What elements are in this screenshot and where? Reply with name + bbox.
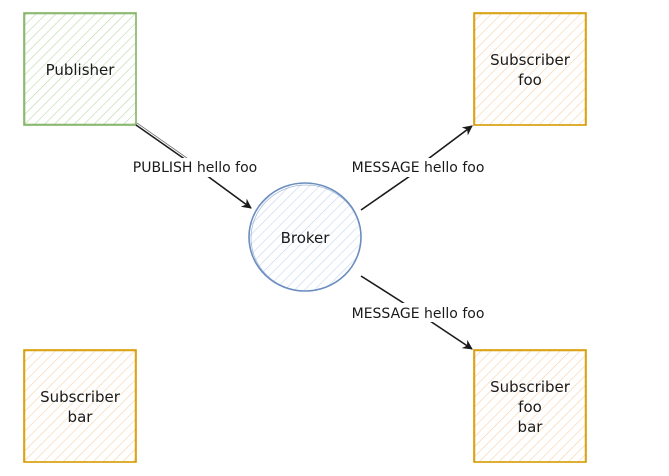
message-foo-edge-label: MESSAGE hello foo — [352, 160, 485, 176]
subscriber-bar-label-line-2: bar — [68, 408, 94, 426]
subscriber-foo-bar-label-line-2: foo — [518, 398, 542, 416]
subscriber-foo-label-line-2: foo — [518, 71, 542, 89]
broker-node: Broker — [248, 182, 362, 292]
subscriber-bar-node: Subscriber bar — [23, 349, 137, 463]
publish-edge-label: PUBLISH hello foo — [133, 160, 257, 176]
subscriber-foo-bar-label-line-3: bar — [518, 418, 544, 436]
subscriber-foo-label-line-1: Subscriber — [490, 51, 571, 69]
subscriber-foo-bar-node: Subscriber foo bar — [473, 349, 587, 463]
publish-edge: PUBLISH hello foo — [124, 122, 266, 209]
subscriber-foo-node: Subscriber foo — [473, 12, 587, 126]
publisher-label-line-1: Publisher — [46, 61, 116, 79]
subscriber-bar-label-line-1: Subscriber — [40, 388, 121, 406]
message-foo-bar-edge-label: MESSAGE hello foo — [352, 306, 485, 322]
message-foo-edge: MESSAGE hello foo — [342, 125, 494, 211]
broker-label: Broker — [281, 229, 331, 247]
subscriber-foo-bar-label-line-1: Subscriber — [490, 378, 571, 396]
publisher-node: Publisher — [23, 12, 137, 126]
message-foo-bar-edge: MESSAGE hello foo — [342, 275, 494, 350]
